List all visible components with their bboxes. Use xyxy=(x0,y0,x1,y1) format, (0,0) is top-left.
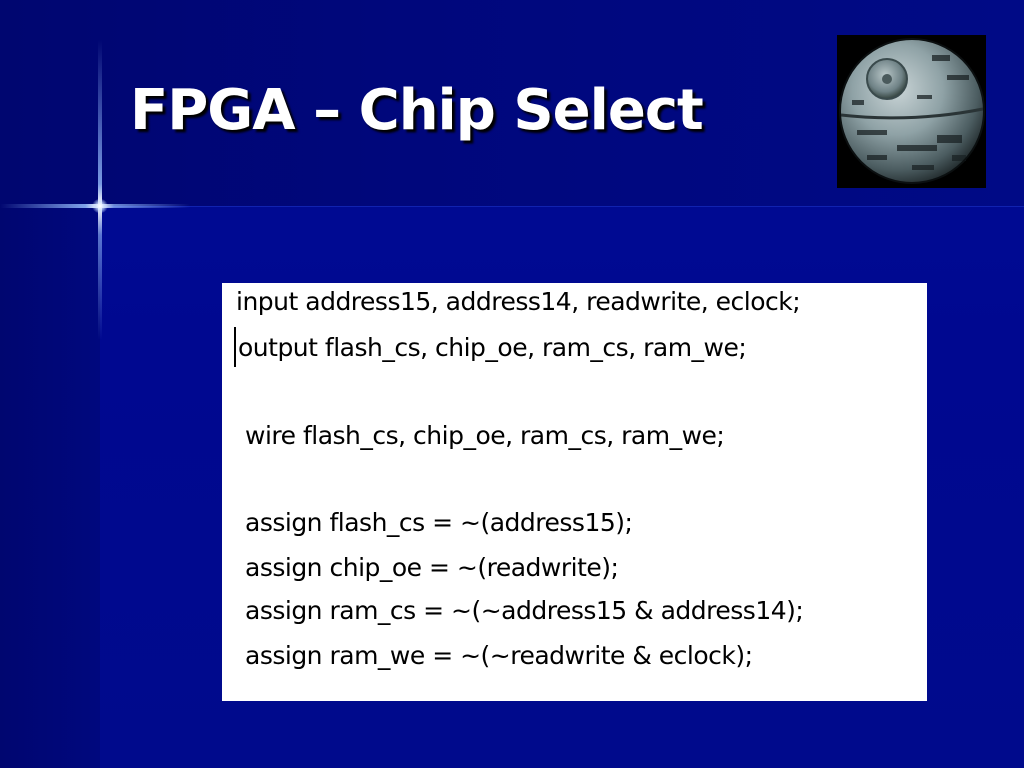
slide-title: FPGA – Chip Select xyxy=(130,78,704,143)
code-line-assign-ram-cs: assign ram_cs = ~(~address15 & address14… xyxy=(245,596,804,625)
sparkle-icon xyxy=(92,199,108,213)
code-line-input: input address15, address14, readwrite, e… xyxy=(236,287,801,316)
code-line-output: output flash_cs, chip_oe, ram_cs, ram_we… xyxy=(238,333,747,362)
text-cursor xyxy=(234,327,236,367)
sparkle-vertical-decor xyxy=(98,40,102,340)
code-line-wire: wire flash_cs, chip_oe, ram_cs, ram_we; xyxy=(245,421,725,450)
code-line-assign-chip: assign chip_oe = ~(readwrite); xyxy=(245,553,619,582)
death-star-icon xyxy=(839,38,985,184)
code-panel xyxy=(222,283,927,701)
code-line-assign-flash: assign flash_cs = ~(address15); xyxy=(245,508,633,537)
death-star-image xyxy=(837,35,986,188)
code-line-assign-ram-we: assign ram_we = ~(~readwrite & eclock); xyxy=(245,641,753,670)
